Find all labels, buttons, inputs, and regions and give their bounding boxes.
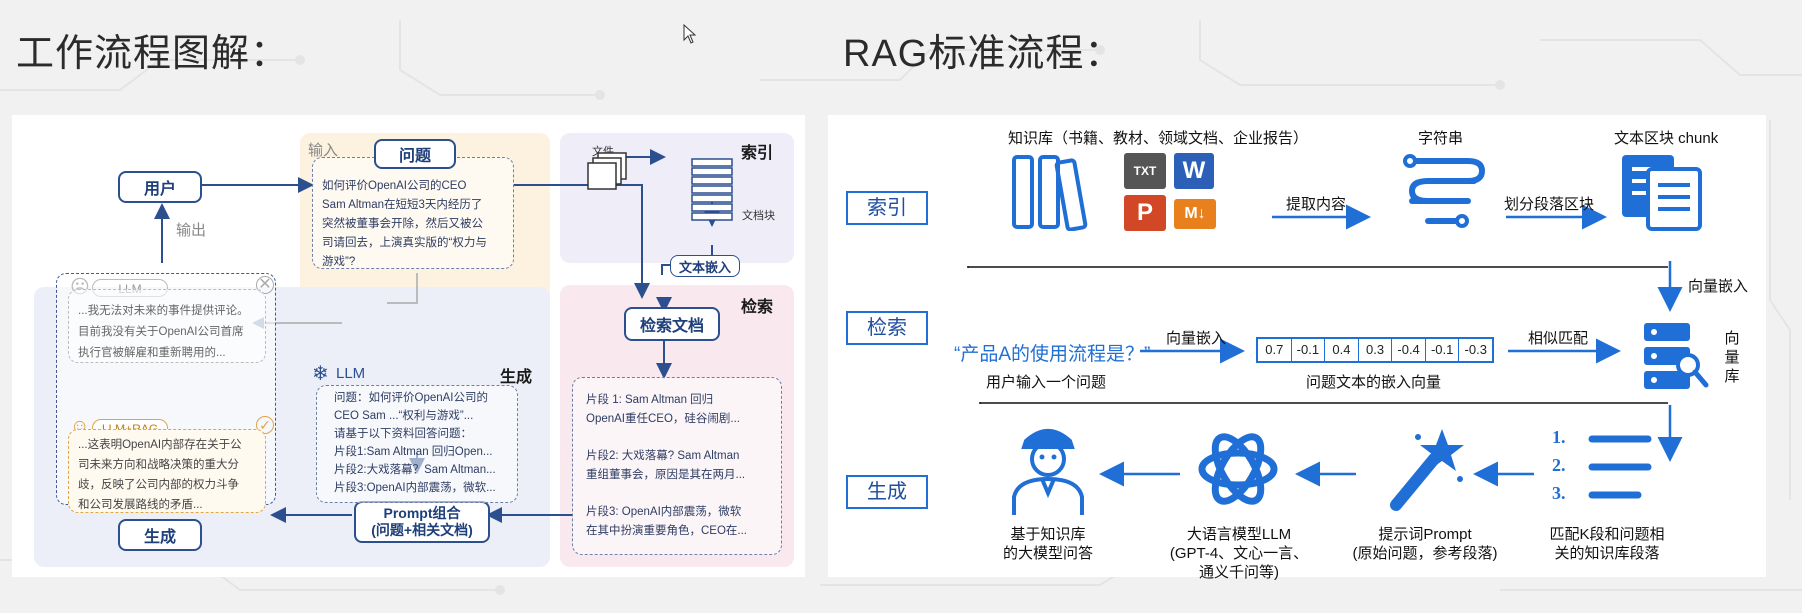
- vector-cell: -0.4: [1392, 339, 1426, 361]
- query-caption: 用户输入一个问题: [986, 371, 1106, 392]
- user-node: 用户: [118, 171, 202, 203]
- string-icon: [1398, 151, 1488, 231]
- vector-cell: 0.3: [1359, 339, 1393, 361]
- vector-cell: -0.1: [1426, 339, 1460, 361]
- vector-cell: 0.4: [1325, 339, 1359, 361]
- match-label: 相似匹配: [1528, 327, 1588, 348]
- search-node: 检索文档: [624, 307, 720, 341]
- list-number-1: 1.: [1552, 427, 1566, 448]
- prompt-node: Prompt组合 (问题+相关文档): [354, 501, 490, 543]
- question-node: 问题: [374, 139, 456, 169]
- left-heading: 工作流程图解：: [16, 22, 289, 77]
- llm-rag-answer: ...这表明OpenAI内部存在关于公 司未来方向和战略决策的重大分 歧，反映了…: [78, 435, 242, 515]
- vdb-label: 向 量 库: [1722, 329, 1742, 386]
- query-text: “产品A的使用流程是？”: [954, 339, 1150, 366]
- prompt-text: 问题：如何评价OpenAI公司的 CEO Sam ...“权利与游戏”... 请…: [334, 389, 520, 497]
- caption-llm: 大语言模型LLM (GPT-4、文心一言、 通义千问等): [1154, 525, 1324, 582]
- llm-answer: ...我无法对未来的事件提供评论。 目前我没有关于OpenAI公司首席 执行官被…: [78, 301, 249, 364]
- person-expert-icon: [1008, 421, 1088, 517]
- vector-cell: -0.3: [1459, 339, 1492, 361]
- caption-kb-qa: 基于知识库 的大模型问答: [978, 525, 1118, 563]
- chunk-label: 文本区块 chunk: [1614, 127, 1718, 148]
- caption-match: 匹配K段和问题相 关的知识库段落: [1532, 525, 1682, 563]
- embedding-vector: 0.7 -0.1 0.4 0.3 -0.4 -0.1 -0.3: [1256, 337, 1494, 363]
- document-chunks-icon: [690, 157, 734, 227]
- list-number-3: 3.: [1552, 483, 1566, 504]
- list-number-2: 2.: [1552, 455, 1566, 476]
- word-file-icon: W: [1174, 153, 1214, 189]
- llm-label: LLM: [336, 365, 365, 382]
- rag-diagram-panel: 索引 检索 生成 知识库（书籍、教材、领域文档、企业报告）: [828, 115, 1766, 577]
- book-shelf-icon: [1010, 151, 1090, 231]
- vector-caption: 问题文本的嵌入向量: [1306, 371, 1441, 392]
- snippet-3: 片段3: OpenAI内部震荡，微软 在其中扮演重要角色，CEO在...: [586, 503, 747, 541]
- chunks-label: 文档块: [742, 207, 775, 223]
- vector-cell: -0.1: [1292, 339, 1326, 361]
- knowledge-label: 知识库（书籍、教材、领域文档、企业报告）: [1008, 127, 1308, 148]
- markdown-file-icon: M↓: [1174, 199, 1216, 229]
- embed-label-mid: 向量嵌入: [1166, 327, 1226, 348]
- string-label: 字符串: [1418, 127, 1463, 148]
- snippet-2: 片段2: 大戏落幕? Sam Altman 重组董事会，原因是其在两月...: [586, 447, 745, 485]
- vector-cell: 0.7: [1258, 339, 1292, 361]
- llm-snowflake-icon: ❄: [312, 361, 329, 386]
- magic-wand-icon: [1388, 423, 1468, 513]
- output-label: 输出: [176, 219, 206, 240]
- caption-prompt: 提示词Prompt (原始问题，参考段落): [1340, 525, 1510, 563]
- workflow-diagram-panel: 输入 索引 检索 生成 用户 输出 问题: [12, 115, 805, 577]
- openai-logo-icon: [1192, 423, 1284, 515]
- extract-label: 提取内容: [1286, 193, 1346, 214]
- split-label: 划分段落区块: [1504, 193, 1594, 214]
- right-heading: RAG标准流程：: [843, 22, 1123, 77]
- embed-label-right: 向量嵌入: [1688, 275, 1748, 296]
- embed-node: 文本嵌入: [670, 255, 740, 277]
- txt-file-icon: TXT: [1124, 153, 1166, 189]
- vector-database-icon: [1640, 319, 1710, 395]
- powerpoint-file-icon: P: [1124, 195, 1166, 231]
- question-text: 如何评价OpenAI公司的CEO Sam Altman在短短3天内经历了 突然被…: [322, 177, 512, 272]
- snippet-1: 片段 1: Sam Altman 回归 OpenAI重任CEO，硅谷闹剧...: [586, 391, 740, 429]
- chunk-icon: [1618, 151, 1708, 231]
- generate-node: 生成: [118, 519, 202, 551]
- file-stack-icon: [586, 151, 630, 193]
- mouse-cursor-icon: [683, 24, 697, 44]
